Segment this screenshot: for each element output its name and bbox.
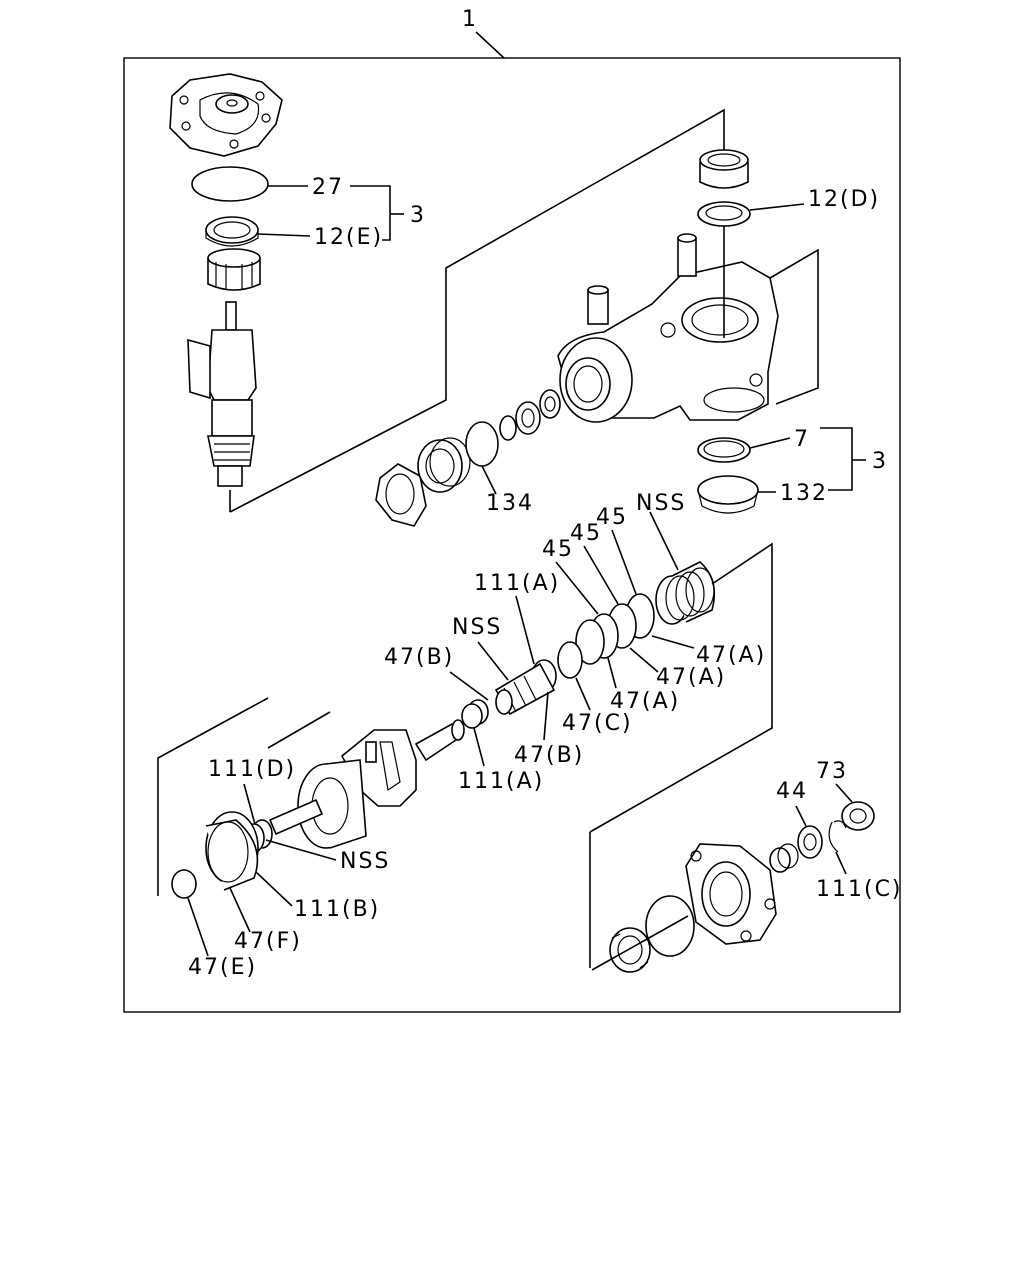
label-nss-left: NSS [340, 849, 390, 874]
label-part-47f: 47(F) [234, 929, 302, 954]
top-cover-part [169, 73, 283, 157]
adjuster-plug [417, 437, 471, 493]
label-part-111a-top: 111(A) [474, 571, 560, 596]
o-ring-47c [557, 641, 583, 679]
assembly-frame [123, 57, 901, 1013]
label-nss-right: NSS [636, 491, 686, 516]
ball-guide [494, 659, 557, 716]
side-cover [685, 843, 777, 945]
seal-73 [841, 801, 875, 831]
label-nss-mid: NSS [452, 615, 502, 640]
section-line-bottom-left [157, 697, 331, 896]
label-part-73: 73 [816, 759, 848, 784]
snap-ring-111c [828, 820, 847, 853]
seal-12e [205, 216, 259, 247]
section-line-top [229, 108, 725, 513]
label-part-45c: 45 [542, 537, 574, 562]
worm-ball-nut-right [655, 561, 716, 625]
section-line-mid [589, 542, 773, 833]
bearing-44 [797, 825, 823, 859]
sector-shaft [268, 719, 465, 849]
label-part-111a-bot: 111(A) [458, 769, 544, 794]
label-part-27: 27 [312, 175, 344, 200]
label-part-47a-1: 47(A) [696, 643, 766, 668]
washers-side [499, 389, 561, 441]
worm-shaft [187, 301, 257, 487]
seal-132 [697, 475, 759, 514]
seal-bottom-right [609, 927, 651, 973]
label-kit-right: 3 [872, 449, 888, 474]
section-line-bottom-right [589, 832, 689, 971]
label-part-12d: 12(D) [808, 187, 880, 212]
seal-7 [697, 437, 751, 463]
label-part-47b-bot: 47(B) [514, 743, 584, 768]
label-part-47a-2: 47(A) [656, 665, 726, 690]
o-ring-134 [465, 421, 499, 467]
label-part-45a: 45 [596, 505, 628, 530]
seal-rings-45 [575, 593, 655, 665]
label-part-111c: 111(C) [816, 877, 903, 902]
label-part-7: 7 [794, 427, 810, 452]
label-kit-top: 3 [410, 203, 426, 228]
label-part-47e: 47(E) [188, 955, 257, 980]
bearing-top-left [207, 248, 261, 291]
label-part-111d: 111(D) [208, 757, 296, 782]
seal-12d [697, 201, 751, 227]
needle-bearing-small [769, 843, 799, 873]
bearing-top-right [699, 149, 749, 189]
cover-47f [205, 811, 259, 891]
label-part-134: 134 [486, 491, 534, 516]
o-ring-27 [191, 166, 269, 202]
o-ring-47e [171, 869, 197, 899]
label-part-44: 44 [776, 779, 808, 804]
label-part-12e: 12(E) [314, 225, 383, 250]
gear-housing [557, 226, 779, 423]
leader-assembly [475, 31, 505, 59]
section-line-housing [769, 248, 819, 405]
label-assembly: 1 [462, 7, 478, 32]
label-part-47a-3: 47(A) [610, 689, 680, 714]
piston-ring-small [461, 699, 489, 729]
lock-nut [375, 463, 427, 527]
label-part-47c: 47(C) [562, 711, 633, 736]
label-part-45b: 45 [570, 521, 602, 546]
label-part-132: 132 [780, 481, 828, 506]
label-part-111b: 111(B) [294, 897, 380, 922]
label-part-47b-top: 47(B) [384, 645, 454, 670]
